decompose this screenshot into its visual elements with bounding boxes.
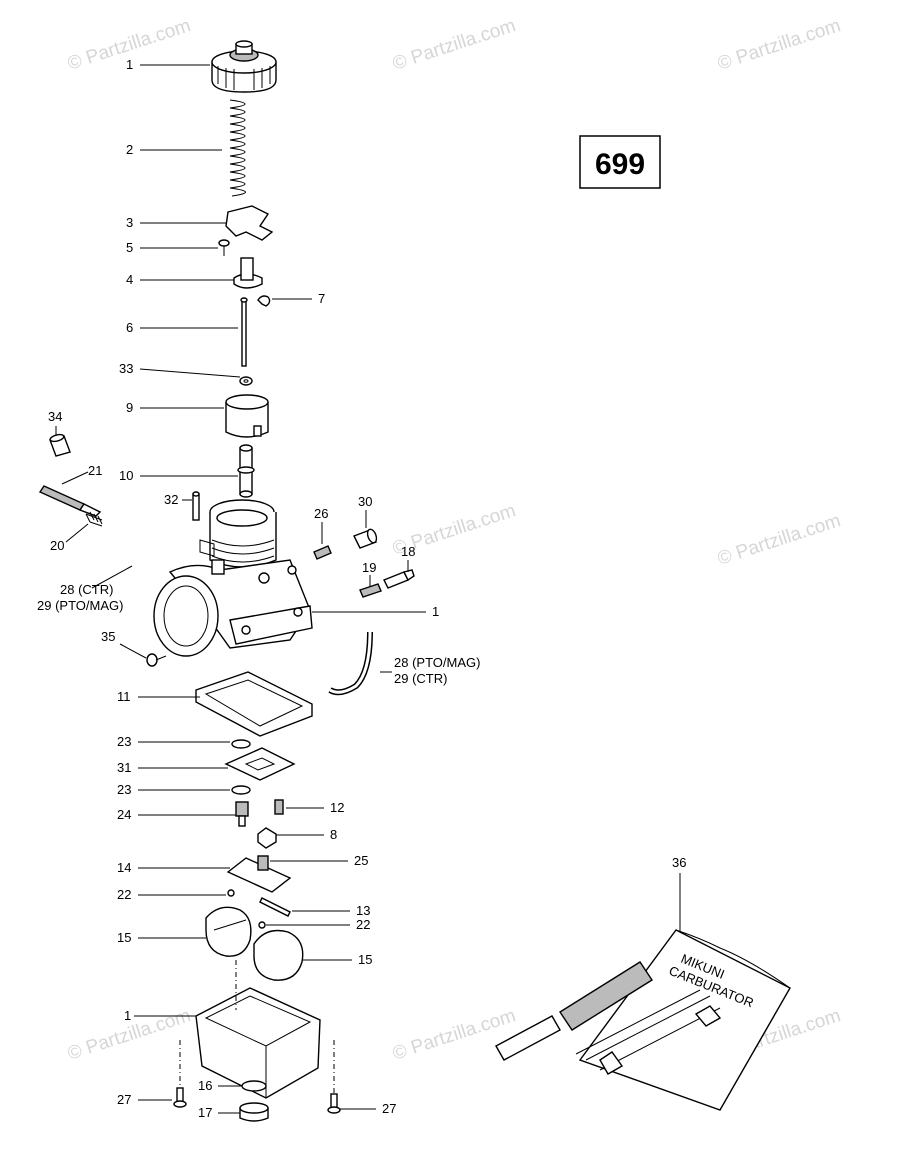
callout-10: 10: [119, 468, 133, 483]
callout-1-cap: 1: [126, 57, 133, 72]
callout-36: 36: [672, 855, 686, 870]
washer: [239, 376, 253, 386]
float-pin-clip: [227, 889, 235, 897]
vent-hose-right: [328, 631, 373, 696]
mixing-chamber-cap: [211, 40, 277, 93]
callout-labels: 1 2 3 5 4 7 6 33 9 34 21 10 32 26 30 20 …: [37, 57, 686, 1120]
callout-4: 4: [126, 272, 133, 287]
rubber-cap-30: [353, 528, 378, 549]
callout-27b: 27: [382, 1101, 396, 1116]
callout-1-bowl: 1: [124, 1008, 131, 1023]
callout-27a: 27: [117, 1092, 131, 1107]
throttle-valve: [225, 394, 269, 438]
spring-19: [359, 583, 382, 598]
watermark: © Partzilla.com: [715, 15, 843, 75]
air-screw-spring: [85, 511, 103, 527]
bowl-screw: [173, 1040, 187, 1108]
callout-6: 6: [126, 320, 133, 335]
float-arm-screw: [257, 855, 269, 871]
needle-holder: [233, 257, 263, 289]
needle-valve-seat: [235, 801, 249, 827]
jet-needle: [240, 297, 248, 367]
callout-29-ctr: 29 (CTR): [394, 671, 447, 686]
needle-retaining-plate: [225, 205, 274, 241]
drain-plug: [239, 1102, 269, 1122]
air-screw: [38, 485, 102, 517]
callout-9: 9: [126, 400, 133, 415]
callout-24: 24: [117, 807, 131, 822]
throttle-stop-screw: [383, 569, 415, 589]
callout-8: 8: [330, 827, 337, 842]
main-jet: [257, 827, 277, 849]
callout-22a: 22: [117, 887, 131, 902]
vent-nipple: [192, 491, 200, 521]
throttle-spring: [229, 99, 246, 197]
callout-15b: 15: [358, 952, 372, 967]
leader-lines: [55, 64, 681, 1114]
baffle-plate: [224, 747, 296, 781]
o-ring: [231, 785, 251, 795]
callout-2: 2: [126, 142, 133, 157]
o-ring: [231, 739, 251, 749]
callout-11: 11: [117, 689, 131, 704]
needle-jet: [237, 444, 255, 498]
float-bowl-gasket: [195, 671, 313, 737]
watermark: © Partzilla.com: [390, 15, 518, 75]
e-clip: [257, 295, 271, 307]
idle-screw-part: [313, 545, 332, 560]
callout-29-ptomag: 29 (PTO/MAG): [37, 598, 123, 613]
reference-box: 699: [579, 135, 661, 189]
float-bowl: [195, 960, 321, 1099]
callout-12: 12: [330, 800, 344, 815]
float-arm: [226, 857, 292, 893]
callout-14: 14: [117, 860, 131, 875]
callout-1-body: 1: [432, 604, 439, 619]
callout-26: 26: [314, 506, 328, 521]
callout-32: 32: [164, 492, 178, 507]
bowl-screw: [327, 1040, 341, 1114]
callout-13: 13: [356, 903, 370, 918]
callout-3: 3: [126, 215, 133, 230]
rubber-cap: [49, 433, 71, 457]
callout-33: 33: [119, 361, 133, 376]
callout-20: 20: [50, 538, 64, 553]
parts-artwork: MIKUNI CARBURATOR: [38, 40, 791, 1122]
callout-23a: 23: [117, 734, 131, 749]
screw: [218, 239, 230, 256]
callout-35: 35: [101, 629, 115, 644]
carburetor-tool-kit: MIKUNI CARBURATOR: [495, 929, 791, 1111]
float: [253, 929, 304, 981]
drain-o-ring: [241, 1080, 267, 1092]
callout-34: 34: [48, 409, 62, 424]
callout-25: 25: [354, 853, 368, 868]
vent-hose-left: [128, 511, 177, 576]
callout-15a: 15: [117, 930, 131, 945]
callout-28-ptomag: 28 (PTO/MAG): [394, 655, 480, 670]
reference-number: 699: [595, 148, 645, 181]
callout-28-ctr: 28 (CTR): [60, 582, 113, 597]
watermarks: © Partzilla.com © Partzilla.com © Partzi…: [65, 15, 843, 1065]
callout-21: 21: [88, 463, 102, 478]
callout-5: 5: [126, 240, 133, 255]
float: [205, 906, 252, 957]
callout-30: 30: [358, 494, 372, 509]
screw-35: [146, 653, 167, 667]
pilot-jet: [274, 799, 284, 815]
callout-16: 16: [198, 1078, 212, 1093]
carburetor-body: [153, 499, 313, 657]
callout-31: 31: [117, 760, 131, 775]
callout-7: 7: [318, 291, 325, 306]
callout-22b: 22: [356, 917, 370, 932]
float-pin: [259, 897, 291, 917]
watermark: © Partzilla.com: [715, 510, 843, 570]
watermark: © Partzilla.com: [390, 1005, 518, 1065]
callout-23b: 23: [117, 782, 131, 797]
float-pin-clip: [258, 921, 266, 929]
callout-18: 18: [401, 544, 415, 559]
callout-17: 17: [198, 1105, 212, 1120]
callout-19: 19: [362, 560, 376, 575]
